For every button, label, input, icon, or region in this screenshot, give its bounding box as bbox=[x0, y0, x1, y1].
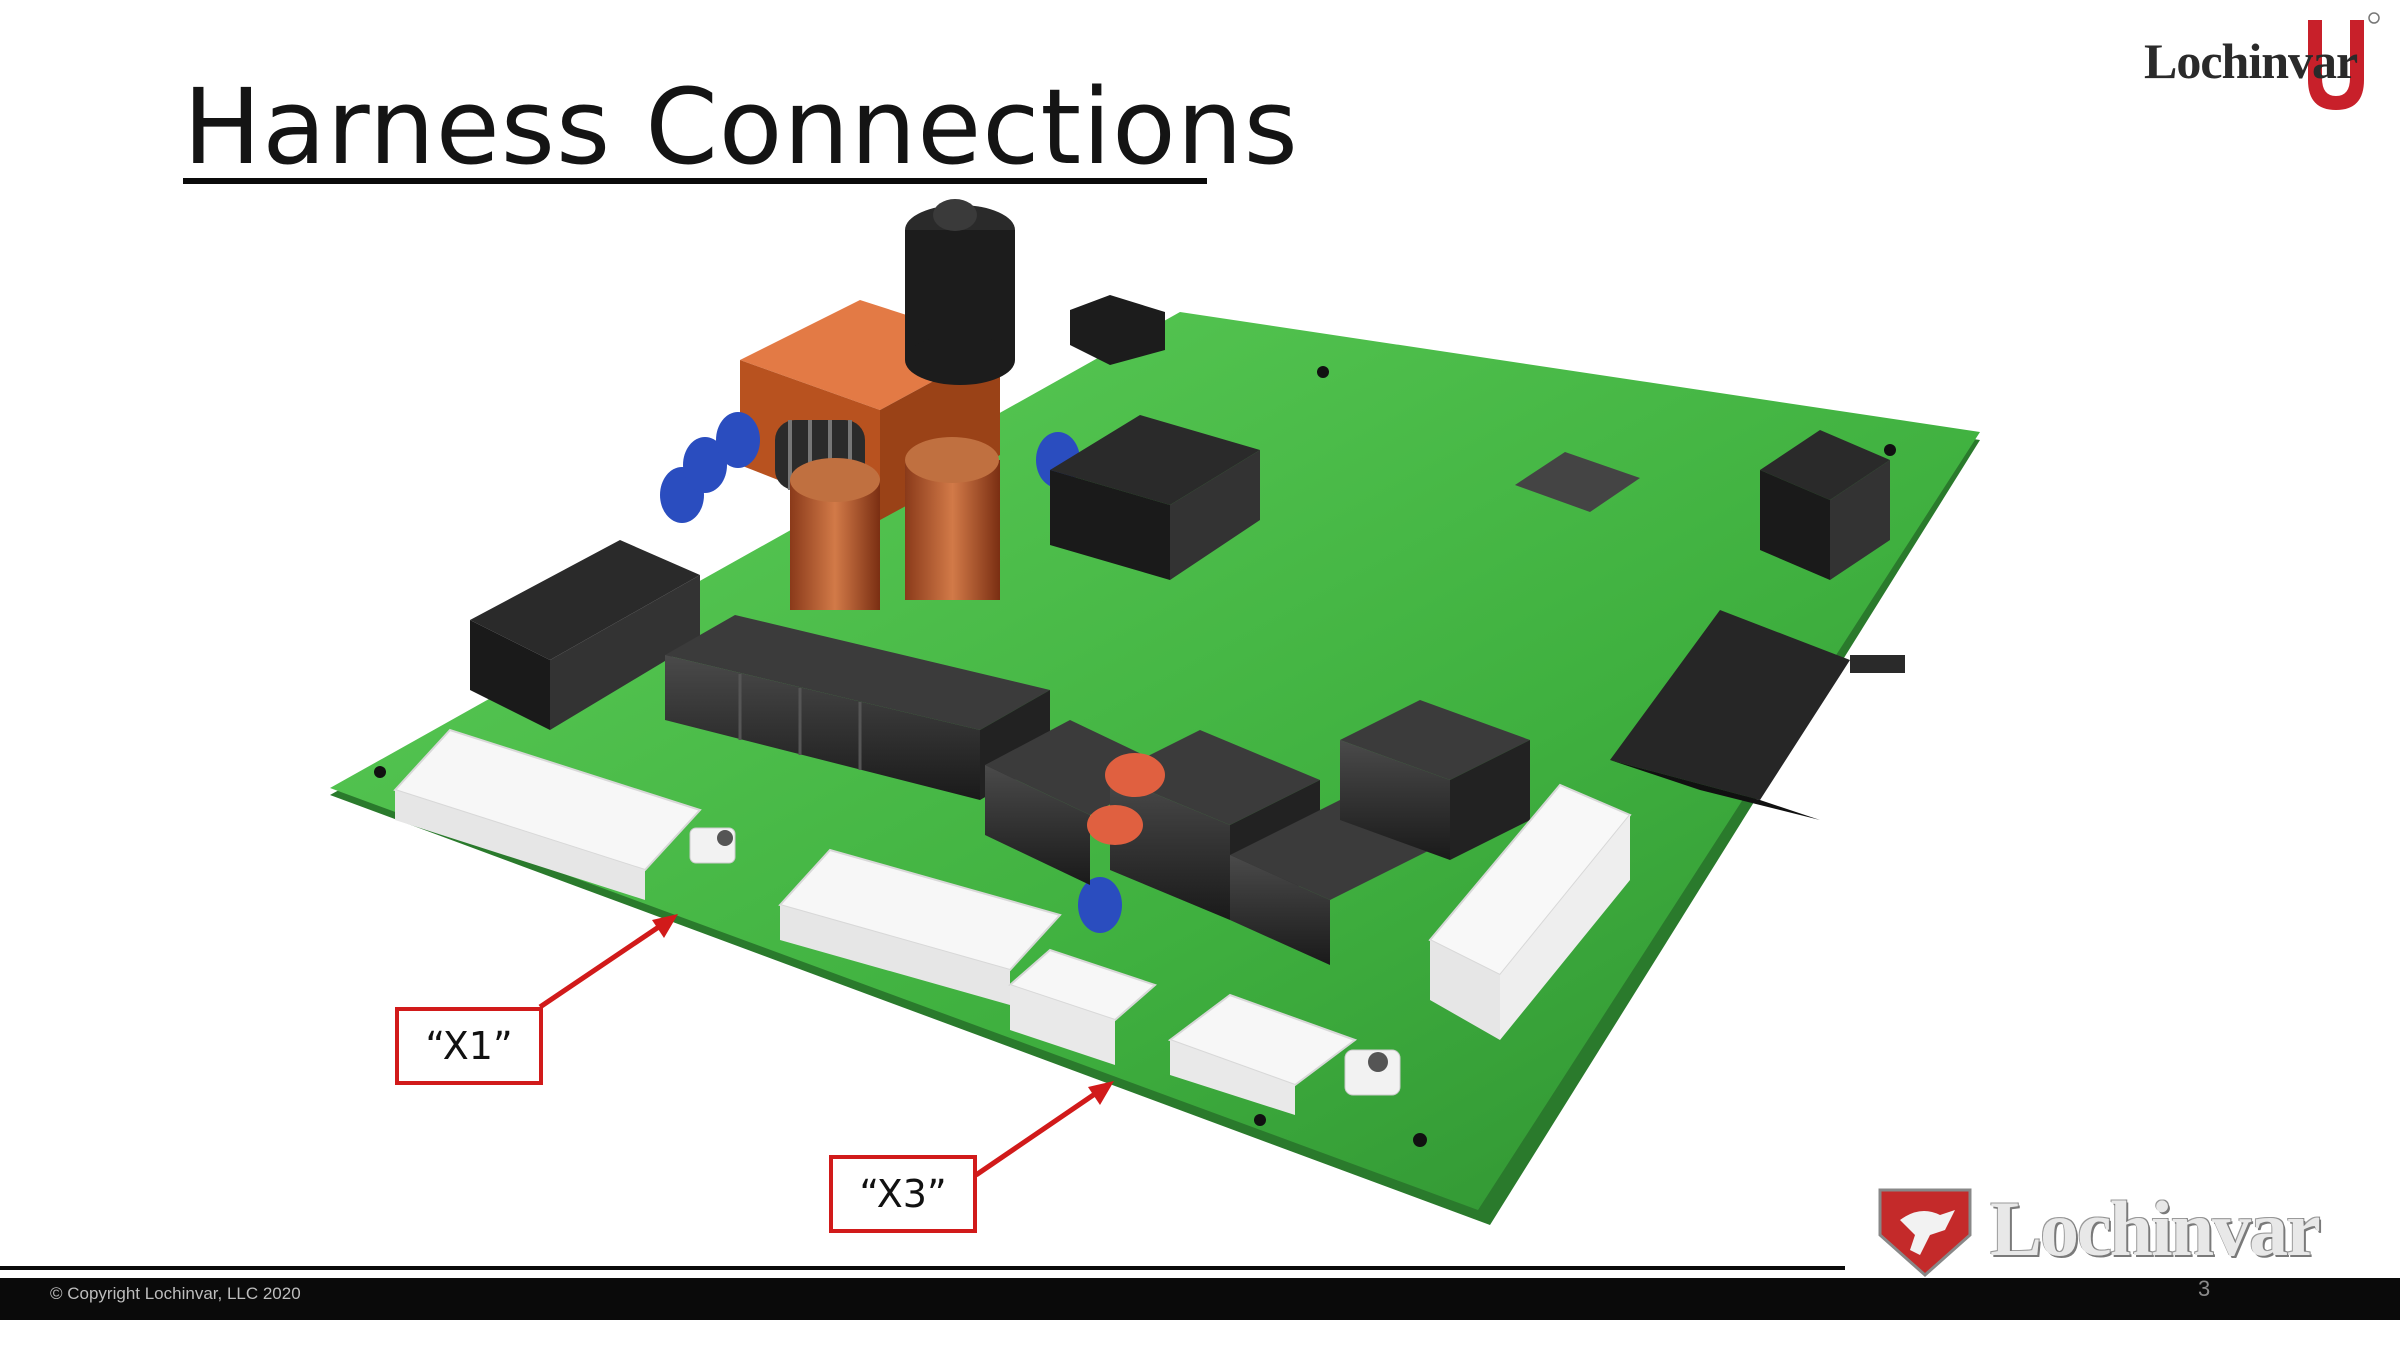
connector-bottom-right bbox=[1167, 993, 1401, 1115]
lochinvar-u-logo-icon bbox=[2308, 12, 2380, 110]
lochinvar-logo-bottom: Lochinvar bbox=[1860, 1180, 2370, 1280]
connector-x3 bbox=[1008, 948, 1157, 1065]
footer-rule bbox=[0, 1266, 1845, 1270]
relays-middle bbox=[985, 700, 1530, 965]
callout-x1-label: “X1” bbox=[425, 1024, 513, 1068]
logo-bottom-text: Lochinvar bbox=[1990, 1185, 2321, 1272]
knight-shield-icon bbox=[1878, 1188, 1972, 1278]
ic-chip bbox=[1515, 452, 1640, 512]
callout-x3-label: “X3” bbox=[859, 1172, 947, 1216]
ribbon-header bbox=[1610, 430, 1905, 820]
connector-right-tall bbox=[1428, 783, 1632, 1040]
footer-bar bbox=[0, 1278, 2400, 1320]
connector-x1 bbox=[393, 728, 736, 900]
connector-x2 bbox=[778, 848, 1062, 1005]
copyright-text: © Copyright Lochinvar, LLC 2020 bbox=[50, 1284, 301, 1303]
title-underline bbox=[183, 178, 1207, 184]
arrow-x1 bbox=[538, 914, 678, 1010]
arrow-x3 bbox=[974, 1081, 1114, 1178]
callout-x1: “X1” bbox=[395, 1007, 543, 1085]
logo-top-text: Lochinvar bbox=[2144, 33, 2358, 89]
page-number: 3 bbox=[2198, 1276, 2211, 1301]
callout-x3: “X3” bbox=[829, 1155, 977, 1233]
lochinvar-logo-top: Lochinvar bbox=[2130, 10, 2390, 120]
slide-title: Harness Connections bbox=[183, 66, 1299, 188]
